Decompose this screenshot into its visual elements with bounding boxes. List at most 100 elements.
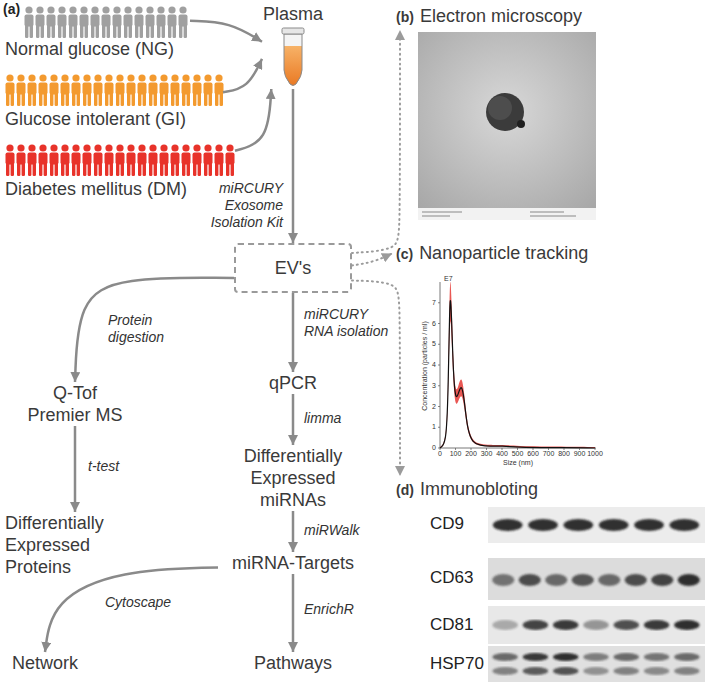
dotted-arrow [352,254,392,266]
person-leg [63,25,66,38]
person-leg [184,25,187,38]
person-leg [91,25,94,38]
blot-label: HSP70 [430,654,484,674]
person-body [215,83,224,95]
person-body [127,83,136,95]
person-head [17,74,24,81]
person-body [113,15,122,27]
person-leg [149,93,152,106]
person-body [160,153,169,165]
blot-band [492,653,517,661]
person-head [58,6,65,13]
blot-band [523,667,548,675]
person-head [226,144,233,151]
method-label: miRCURY Exosome Isolation Kit [193,180,283,231]
person-leg [85,25,88,38]
tick-label: 600 [527,450,539,458]
people-row [25,6,188,38]
person-leg [187,93,190,106]
person-leg [50,163,53,176]
person-leg [226,163,229,176]
person-head [146,6,153,13]
axis-tick [438,385,440,386]
flow-arrow [235,89,271,151]
person-body [105,83,114,95]
person-head [91,6,98,13]
person-body [146,15,155,27]
panel-heading: Electron microscopy [420,5,582,27]
person-head [127,74,134,81]
western-blots [488,507,705,682]
person-body [39,83,48,95]
node-text: miRNA-Targets [218,552,368,574]
person-leg [39,163,42,176]
person-head [39,74,46,81]
person-head [61,144,68,151]
blot-band [528,519,558,531]
person-leg [204,163,207,176]
person-leg [11,163,14,176]
blot-label: CD81 [430,615,473,635]
axis-tick [579,448,580,450]
blot-band [553,653,578,661]
blot-strip [488,606,705,644]
output-step: Pathways [252,652,334,674]
node-text: Glucose intolerant (GI) [5,108,223,130]
person-leg [215,93,218,106]
person-leg [143,93,146,106]
person-body [94,83,103,95]
person-leg [146,25,149,38]
person-leg [209,163,212,176]
people-icons [6,6,235,176]
person-head [171,144,178,151]
person-leg [47,25,50,38]
person-leg [52,25,55,38]
person-leg [83,93,86,106]
person-body [135,15,144,27]
blot-band [644,620,669,630]
person-leg [99,93,102,106]
person-leg [187,163,190,176]
person-leg [220,93,223,106]
person-leg [39,93,42,106]
person-head [171,74,178,81]
person-head [105,74,112,81]
person-leg [17,163,20,176]
node-text: qPCR [260,372,326,394]
group-label: Diabetes mellitus (DM) [5,142,235,200]
person-head [72,144,79,151]
person-leg [80,25,83,38]
person-leg [99,163,102,176]
person-leg [121,163,124,176]
person-body [58,15,67,27]
node-text: Pathways [252,652,334,674]
person-body [91,15,100,27]
person-leg [176,93,179,106]
blot-band [493,519,523,531]
person-leg [193,163,196,176]
blot-band [553,620,578,630]
person-body [138,83,147,95]
person-leg [22,163,25,176]
person-body [50,83,59,95]
blot-band [599,519,629,531]
person-leg [198,163,201,176]
person-head [160,74,167,81]
person-head [17,144,24,151]
tick-label: 400 [496,450,508,458]
person-head [50,74,57,81]
panel-letter: (a) [3,1,20,17]
person-body [171,153,180,165]
person-leg [41,25,44,38]
person-head [6,74,13,81]
nta-size-curve [438,282,595,450]
blot-band [545,574,567,586]
axis-tick [533,448,534,450]
person-head [83,74,90,81]
method-label: Protein digestion [108,312,188,346]
axis-tick [438,344,440,345]
person-leg [110,93,113,106]
panel-letter: (d) [396,479,414,501]
person-body [72,83,81,95]
blot-band [492,574,514,586]
